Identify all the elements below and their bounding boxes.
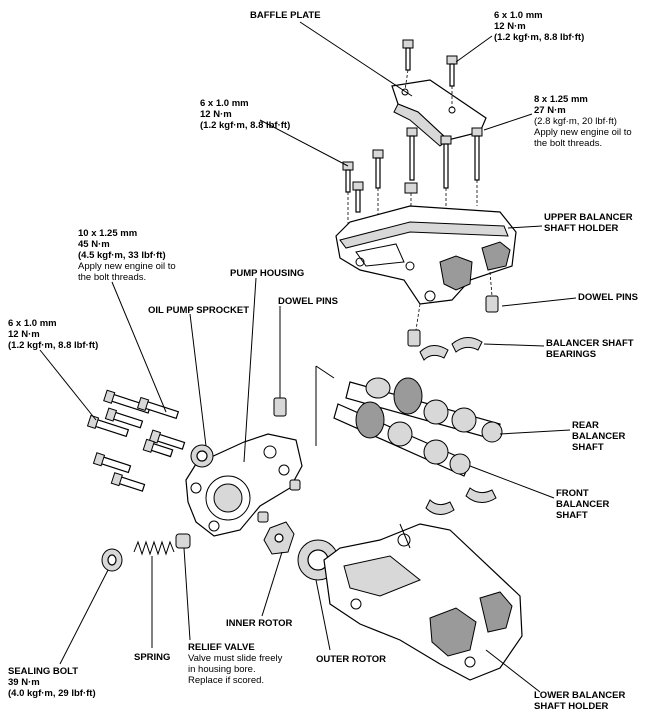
baffle-plate <box>391 79 487 147</box>
label-lower-holder: LOWER BALANCER SHAFT HOLDER <box>534 690 625 712</box>
label-dowel-pins-left: DOWEL PINS <box>278 296 338 307</box>
bolt-torque-alt: (1.2 kgf·m, 8.8 lbf·ft) <box>8 340 99 351</box>
label-spring: SPRING <box>134 652 171 663</box>
label-bolt-mid-right: 8 x 1.25 mm 27 N·m (2.8 kgf·m, 20 lbf·ft… <box>534 94 632 149</box>
rotor-dowel <box>257 511 269 523</box>
bolt-size: 6 x 1.0 mm <box>200 98 249 109</box>
sealing-bolt-torque-alt: (4.0 kgf·m, 29 lbf·ft) <box>8 688 96 699</box>
bolt-torque-nm: 12 N·m <box>200 109 232 120</box>
sealing-bolt-title: SEALING BOLT <box>8 666 79 677</box>
lower-holder-line-1: LOWER BALANCER <box>534 690 626 701</box>
dowel-pins-upper <box>407 295 499 347</box>
label-bolt-top-right: 6 x 1.0 mm 12 N·m (1.2 kgf·m, 8.8 lbf·ft… <box>494 10 584 43</box>
label-upper-holder: UPPER BALANCER SHAFT HOLDER <box>544 212 633 234</box>
label-bolt-pump-10: 10 x 1.25 mm 45 N·m (4.5 kgf·m, 33 lbf·f… <box>78 228 176 283</box>
upper-holder-line-2: SHAFT HOLDER <box>544 223 619 234</box>
sealing-bolt-torque-nm: 39 N·m <box>8 677 40 688</box>
rear-shaft-line-2: BALANCER <box>572 431 626 442</box>
label-front-shaft: FRONT BALANCER SHAFT <box>556 488 609 521</box>
sealing-bolt <box>101 548 123 572</box>
front-balancer-shaft <box>333 401 471 477</box>
relief-valve-note-3: Replace if scored. <box>188 675 265 686</box>
label-bolt-mid-left: 6 x 1.0 mm 12 N·m (1.2 kgf·m, 8.8 lbf·ft… <box>200 98 290 131</box>
relief-valve-note-1: Valve must slide freely <box>188 653 283 664</box>
label-bolt-pump-6: 6 x 1.0 mm 12 N·m (1.2 kgf·m, 8.8 lbf·ft… <box>8 318 98 351</box>
label-oil-pump-sprocket: OIL PUMP SPROCKET <box>148 305 249 316</box>
baffle-bolt-left <box>402 39 414 91</box>
pump-housing-bolts <box>86 389 186 492</box>
rear-balancer-shaft <box>345 377 503 443</box>
baffle-bolt-right <box>446 55 458 108</box>
dowel-pins-pump <box>273 397 301 491</box>
bolt-torque-alt: (2.8 kgf·m, 20 lbf·ft) <box>534 116 617 127</box>
lower-holder-line-2: SHAFT HOLDER <box>534 701 609 712</box>
upper-balancer-shaft-holder <box>335 205 517 331</box>
upper-holder-line-1: UPPER BALANCER <box>544 212 633 223</box>
leader-lines <box>39 21 577 693</box>
bolt-size: 6 x 1.0 mm <box>8 318 57 329</box>
bolt-size: 6 x 1.0 mm <box>494 10 543 21</box>
lower-balancer-shaft-holder <box>323 523 523 681</box>
bolt-note-1: Apply new engine oil to <box>78 261 176 272</box>
balancer-shaft-bearings-upper <box>419 337 483 361</box>
bolt-torque-nm: 45 N·m <box>78 239 110 250</box>
bolt-torque-alt: (1.2 kgf·m, 8.8 lbf·ft) <box>200 120 291 131</box>
label-baffle-plate: BAFFLE PLATE <box>250 10 321 21</box>
label-sealing-bolt: SEALING BOLT 39 N·m (4.0 kgf·m, 29 lbf·f… <box>8 666 96 699</box>
label-pump-housing: PUMP HOUSING <box>230 268 305 279</box>
relief-valve-note-2: in housing bore. <box>188 664 256 675</box>
label-relief-valve: RELIEF VALVE Valve must slide freely in … <box>188 642 282 686</box>
rear-shaft-line-3: SHAFT <box>572 442 604 453</box>
bearings-line-1: BALANCER SHAFT <box>546 338 634 349</box>
rear-shaft-line-1: REAR <box>572 420 599 431</box>
bolt-torque-nm: 12 N·m <box>8 329 40 340</box>
bolt-torque-nm: 27 N·m <box>534 105 566 116</box>
bearings-line-2: BEARINGS <box>546 349 597 360</box>
bolt-size: 10 x 1.25 mm <box>78 228 138 239</box>
front-shaft-line-2: BALANCER <box>556 499 610 510</box>
front-shaft-line-3: SHAFT <box>556 510 588 521</box>
relief-valve-title: RELIEF VALVE <box>188 642 255 653</box>
bolt-note-2: the bolt threads. <box>534 138 603 149</box>
bolt-torque-nm: 12 N·m <box>494 21 526 32</box>
label-dowel-pins-right: DOWEL PINS <box>578 292 638 303</box>
relief-valve <box>175 533 191 549</box>
oil-pump-sprocket <box>190 444 214 468</box>
front-shaft-line-1: FRONT <box>556 488 589 499</box>
label-bearings: BALANCER SHAFT BEARINGS <box>546 338 634 360</box>
bolt-note-1: Apply new engine oil to <box>534 127 632 138</box>
inner-rotor <box>263 521 295 555</box>
upper-holder-bolts <box>342 127 483 228</box>
spring <box>133 540 175 556</box>
label-inner-rotor: INNER ROTOR <box>226 618 293 629</box>
bolt-torque-alt: (4.5 kgf·m, 33 lbf·ft) <box>78 250 166 261</box>
bolt-size: 8 x 1.25 mm <box>534 94 588 105</box>
label-outer-rotor: OUTER ROTOR <box>316 654 387 665</box>
bolt-note-2: the bolt threads. <box>78 272 147 283</box>
label-rear-shaft: REAR BALANCER SHAFT <box>572 420 625 453</box>
balancer-shaft-bearings-lower <box>425 487 497 515</box>
bolt-torque-alt: (1.2 kgf·m, 8.8 lbf·ft) <box>494 32 585 43</box>
